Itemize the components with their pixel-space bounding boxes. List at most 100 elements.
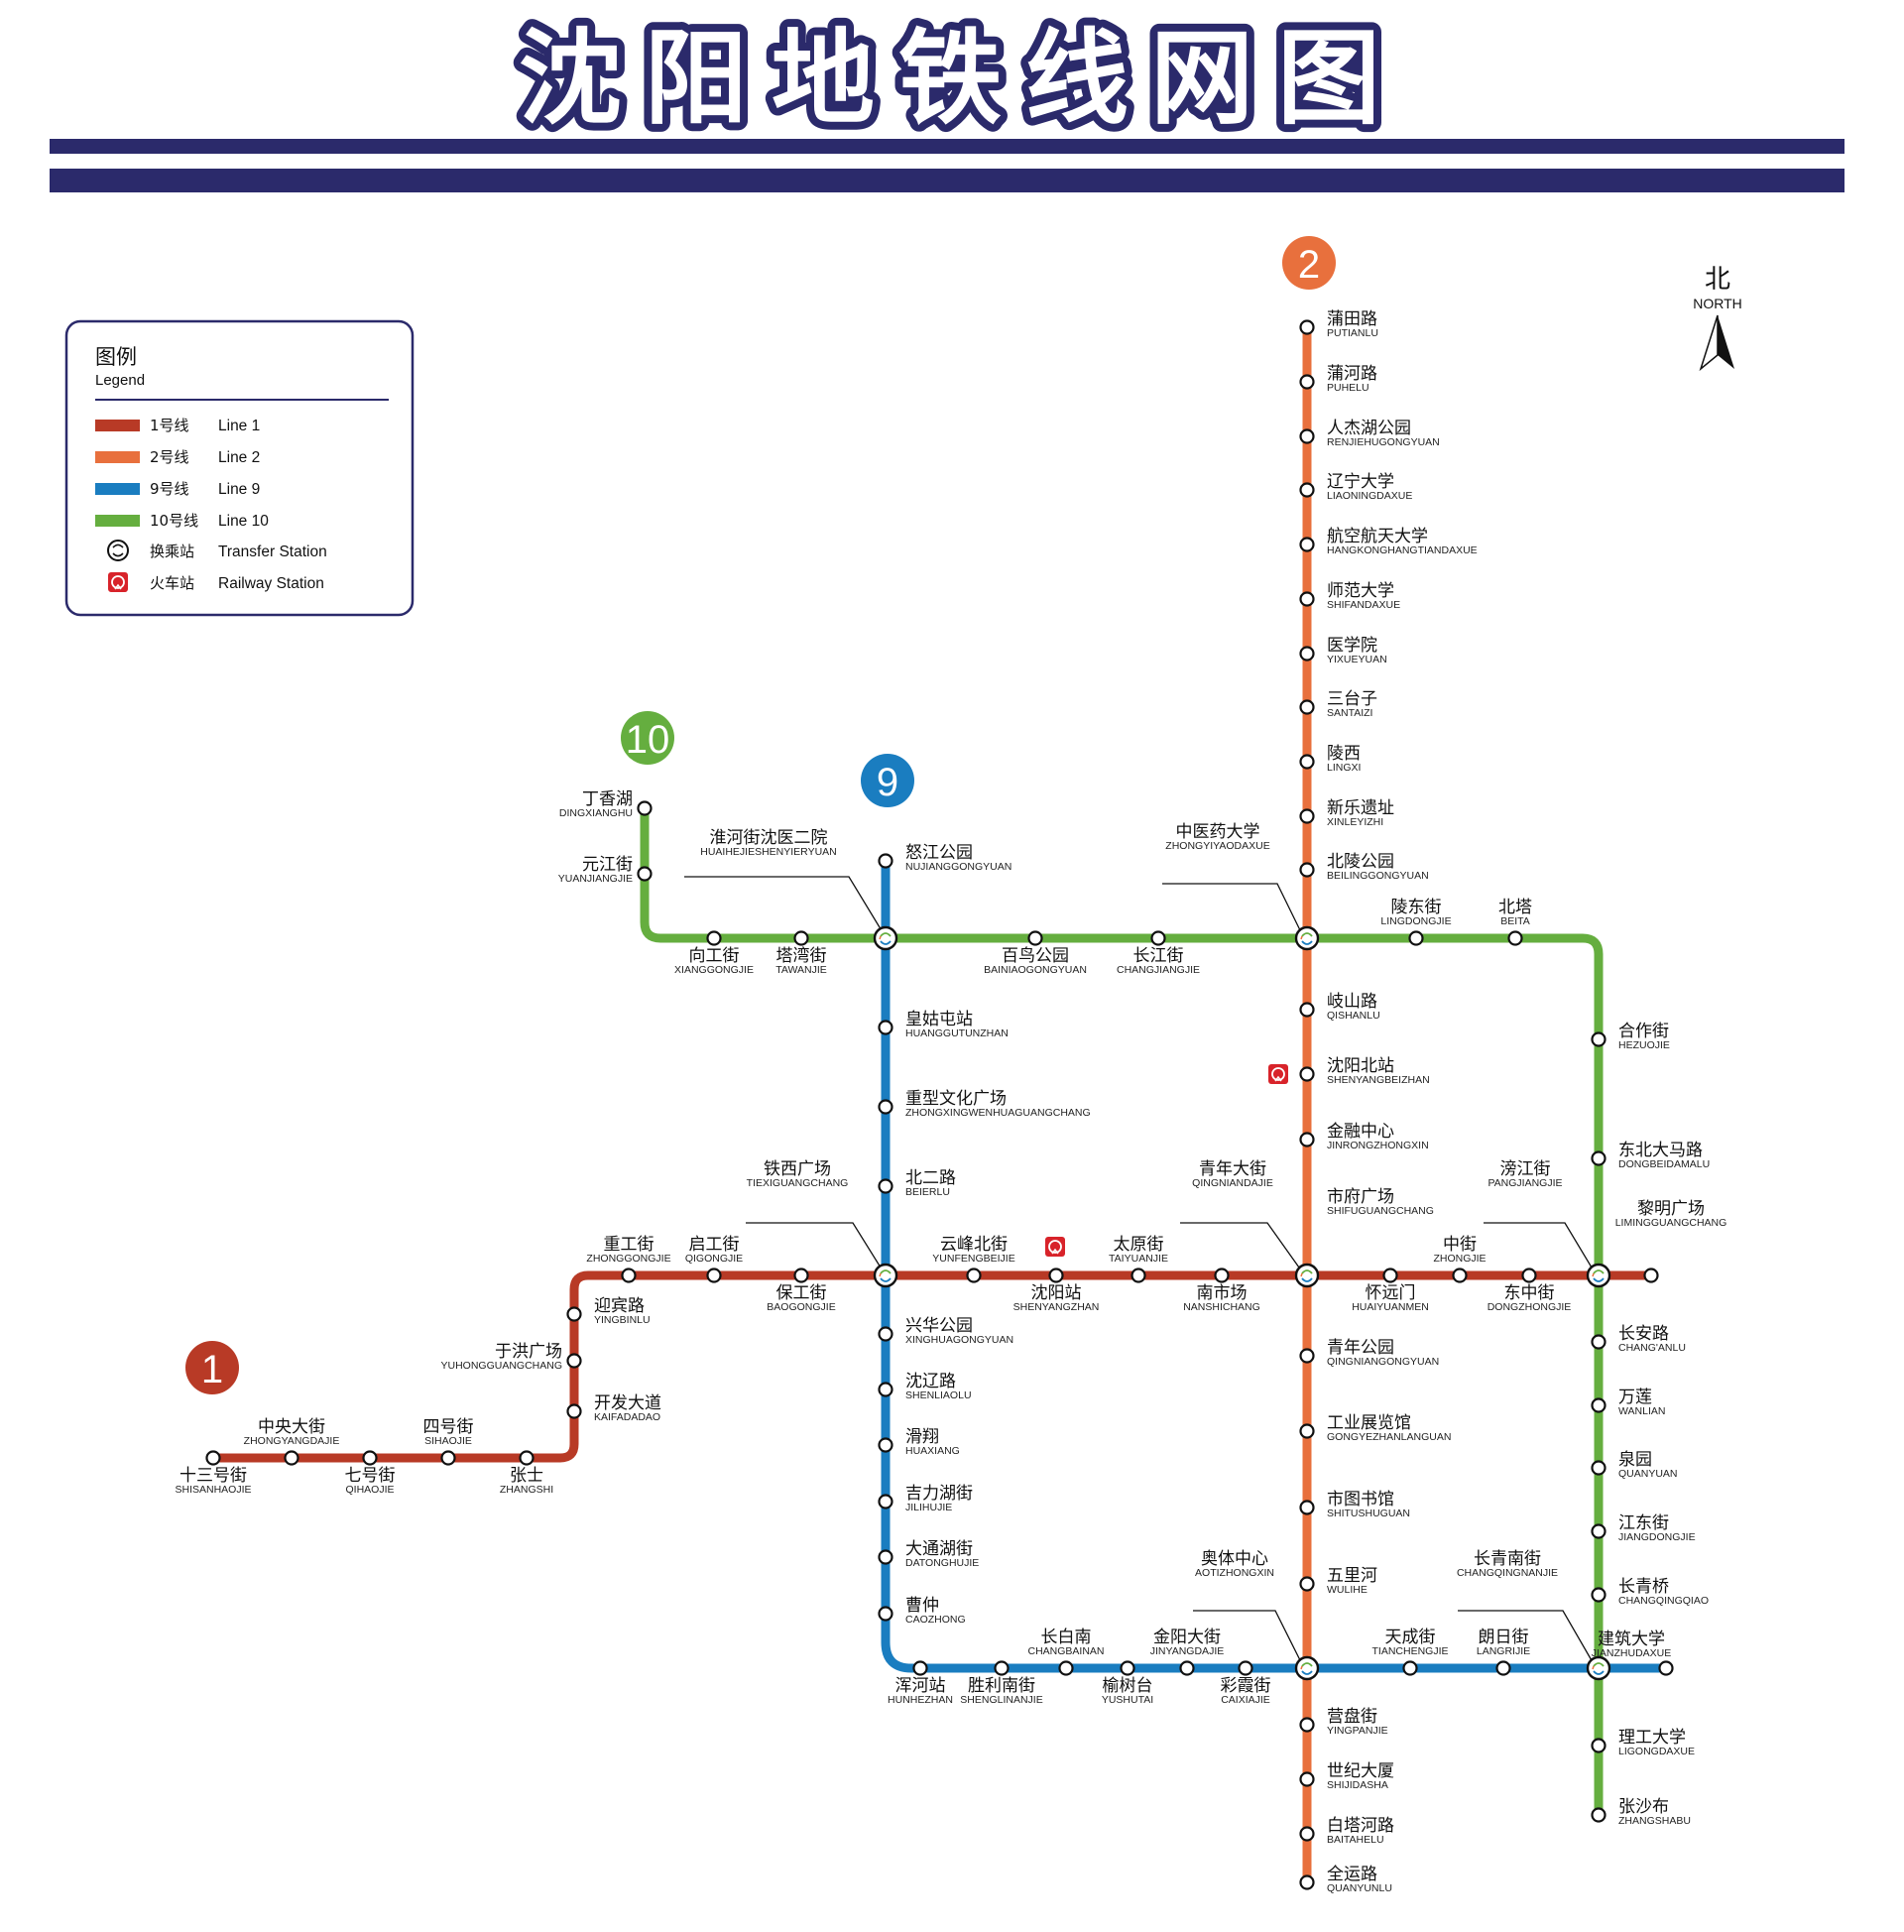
station-label-en: XINGHUAGONGYUAN <box>905 1334 1013 1346</box>
station-label-en: PUTIANLU <box>1327 327 1378 339</box>
station-label-en: HANGKONGHANGTIANDAXUE <box>1327 544 1478 556</box>
station-label-en: DONGBEIDAMALU <box>1618 1158 1710 1170</box>
transfer-icon <box>1294 925 1320 951</box>
station-label-en: SHENYANGZHAN <box>1013 1301 1100 1313</box>
station-label-en: SHIFANDAXUE <box>1327 599 1400 611</box>
station-dot <box>1299 1500 1315 1515</box>
station-dot <box>1299 1874 1315 1890</box>
station-label-en: JIANGDONGJIE <box>1618 1531 1696 1543</box>
station-label-en: LIAONINGDAXUE <box>1327 490 1412 502</box>
station-label-cn: 岐山路 <box>1327 992 1377 1012</box>
station-label-cn: 全运路 <box>1327 1865 1377 1884</box>
station-dot <box>1402 1660 1418 1676</box>
station-label-cn: 东中街 <box>1504 1283 1555 1303</box>
station-label-en: ZHONGXINGWENHUAGUANGCHANG <box>905 1107 1091 1119</box>
station-label-cn: 重型文化广场 <box>905 1089 1007 1109</box>
railway-icon <box>108 572 128 592</box>
legend-line1-en: Line 1 <box>218 418 260 434</box>
station-label-cn: 沈阳站 <box>1031 1283 1082 1303</box>
station-label-cn: 长青桥 <box>1618 1577 1669 1597</box>
station-dot <box>566 1306 582 1322</box>
station-label-cn: 朗日街 <box>1479 1628 1529 1647</box>
north-arrow-icon <box>1699 314 1734 372</box>
station-dot <box>1150 930 1166 946</box>
station-label-en: BEIERLU <box>905 1186 950 1198</box>
station-dot <box>878 1178 893 1194</box>
station-label-cn: 长白南 <box>1041 1628 1092 1647</box>
station-label-en: KAIFADADAO <box>594 1411 660 1423</box>
title-char: 图 <box>1277 18 1380 139</box>
line10-track <box>640 803 1604 1820</box>
station-label-en: QUANYUAN <box>1618 1468 1678 1480</box>
station-label-cn: 怒江公园 <box>905 843 973 863</box>
station-label-en: YUSHUTAI <box>1102 1694 1153 1706</box>
station-label-en: YIXUEYUAN <box>1327 654 1387 665</box>
station-dot <box>1299 1423 1315 1439</box>
station-dot <box>1495 1660 1511 1676</box>
station-label-en: SHENYANGBEIZHAN <box>1327 1074 1430 1086</box>
station-label-en: SIHAOJIE <box>424 1435 472 1447</box>
station-dot <box>621 1268 637 1283</box>
station-label-cn: 北二路 <box>905 1168 956 1188</box>
station-label-cn: 合作街 <box>1618 1022 1669 1041</box>
station-label-en: SHENLIAOLU <box>905 1389 972 1401</box>
station-label-en: BAOGONGJIE <box>767 1301 835 1313</box>
station-label-cn: 启工街 <box>689 1235 740 1255</box>
station-label-cn: 滂江街 <box>1500 1159 1551 1179</box>
station-label-en: LIMINGGUANGCHANG <box>1615 1217 1727 1229</box>
station-label-cn: 兴华公园 <box>905 1316 973 1336</box>
station-label-en: QINGNIANGONGYUAN <box>1327 1356 1439 1368</box>
station-label-en: GONGYEZHANLANGUAN <box>1327 1431 1451 1443</box>
station-label-en: JINRONGZHONGXIN <box>1327 1140 1429 1151</box>
station-dot <box>1027 930 1043 946</box>
station-dot <box>706 1268 722 1283</box>
station-label-en: WANLIAN <box>1618 1405 1665 1417</box>
transfer-icon <box>873 925 898 951</box>
station-label-cn: 三台子 <box>1327 689 1377 709</box>
station-label-cn: 铁西广场 <box>764 1159 831 1179</box>
station-dot <box>793 930 809 946</box>
station-label-en: JILIHUJIE <box>905 1502 952 1513</box>
station-label-en: SHIJIDASHA <box>1327 1779 1388 1791</box>
station-label-cn: 医学院 <box>1327 636 1377 656</box>
station-label-en: ZHONGGONGJIE <box>586 1253 670 1265</box>
station-label-en: QIGONGJIE <box>685 1253 743 1265</box>
station-dot <box>1299 428 1315 444</box>
station-dot <box>566 1403 582 1419</box>
legend-line1-swatch <box>95 420 140 431</box>
station-label-cn: 云峰北街 <box>940 1235 1008 1255</box>
station-label-cn: 陵西 <box>1327 744 1361 764</box>
station-label-cn: 七号街 <box>345 1466 396 1486</box>
line2-badge-number: 2 <box>1298 243 1320 287</box>
legend-box: 图例 Legend 1号线 Line 1 2号线 Line 2 9号线 Line… <box>64 319 415 617</box>
north-indicator: 北 NORTH <box>1693 265 1742 372</box>
legend-railway-cn: 火车站 <box>150 574 194 592</box>
station-label-cn: 浑河站 <box>895 1676 946 1696</box>
header-bar-bottom <box>50 169 1844 192</box>
station-label-en: CHANGQINGQIAO <box>1618 1595 1709 1607</box>
station-label-cn: 奥体中心 <box>1201 1549 1268 1569</box>
station-label-cn: 五里河 <box>1327 1566 1377 1586</box>
station-label-cn: 怀远门 <box>1366 1283 1416 1303</box>
station-label-en: YUANJIANGJIE <box>558 873 633 885</box>
station-label-cn: 中央大街 <box>258 1417 325 1437</box>
station-dot <box>1643 1268 1659 1283</box>
railway-icon <box>1268 1064 1288 1084</box>
station-label-en: SHENGLINANJIE <box>960 1694 1042 1706</box>
station-label-en: NUJIANGGONGYUAN <box>905 861 1012 873</box>
station-label-en: ZHONGYANGDAJIE <box>244 1435 340 1447</box>
line9-badge-number: 9 <box>877 761 898 804</box>
legend-line10-swatch <box>95 515 140 527</box>
station-label-cn: 大通湖街 <box>905 1539 973 1559</box>
legend-railway-en: Railway Station <box>218 575 324 592</box>
title-char: 网 <box>1150 18 1253 139</box>
station-label-en: WULIHE <box>1327 1584 1368 1596</box>
station-label-cn: 太原街 <box>1114 1235 1164 1255</box>
station-dot <box>1299 482 1315 498</box>
station-label-cn: 蒲田路 <box>1327 309 1377 329</box>
station-dot <box>1299 537 1315 552</box>
station-dot <box>1299 1132 1315 1147</box>
legend-subtitle: Legend <box>95 372 145 389</box>
legend-transfer-en: Transfer Station <box>218 543 327 560</box>
station-label-en: ZHONGJIE <box>1433 1253 1486 1265</box>
